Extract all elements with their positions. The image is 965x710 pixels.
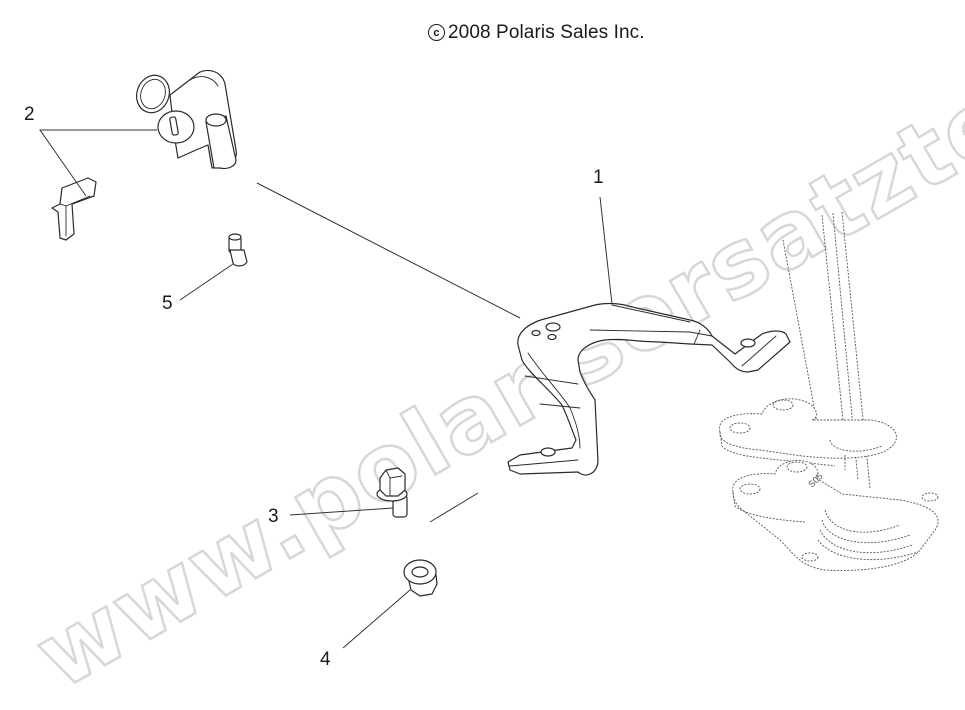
copyright-icon: c: [428, 24, 445, 41]
copyright-text: 2008 Polaris Sales Inc.: [448, 22, 645, 43]
part-2-ignition-switch[interactable]: [131, 69, 237, 170]
part-4-flange-nut[interactable]: [403, 559, 438, 597]
callout-2: 2: [24, 104, 35, 125]
part-5-pin[interactable]: [228, 233, 248, 267]
leader-5: [179, 263, 234, 301]
assembly-line-bolt: [429, 492, 479, 523]
callout-3: 3: [268, 506, 279, 527]
leader-4: [342, 589, 411, 649]
assembly-line-switch: [256, 182, 521, 319]
leader-2: [39, 129, 157, 197]
steering-column-phantom: S05: [719, 211, 939, 571]
leader-3: [289, 507, 394, 516]
part-2-key[interactable]: [51, 177, 97, 241]
callout-1: 1: [593, 167, 604, 188]
callout-4: 4: [320, 649, 331, 670]
leader-1: [599, 196, 613, 305]
callout-5: 5: [162, 293, 173, 314]
part-3-flange-bolt[interactable]: [376, 467, 408, 518]
part-1-bracket[interactable]: [507, 302, 791, 476]
diagram-drawing: S05: [39, 69, 939, 649]
